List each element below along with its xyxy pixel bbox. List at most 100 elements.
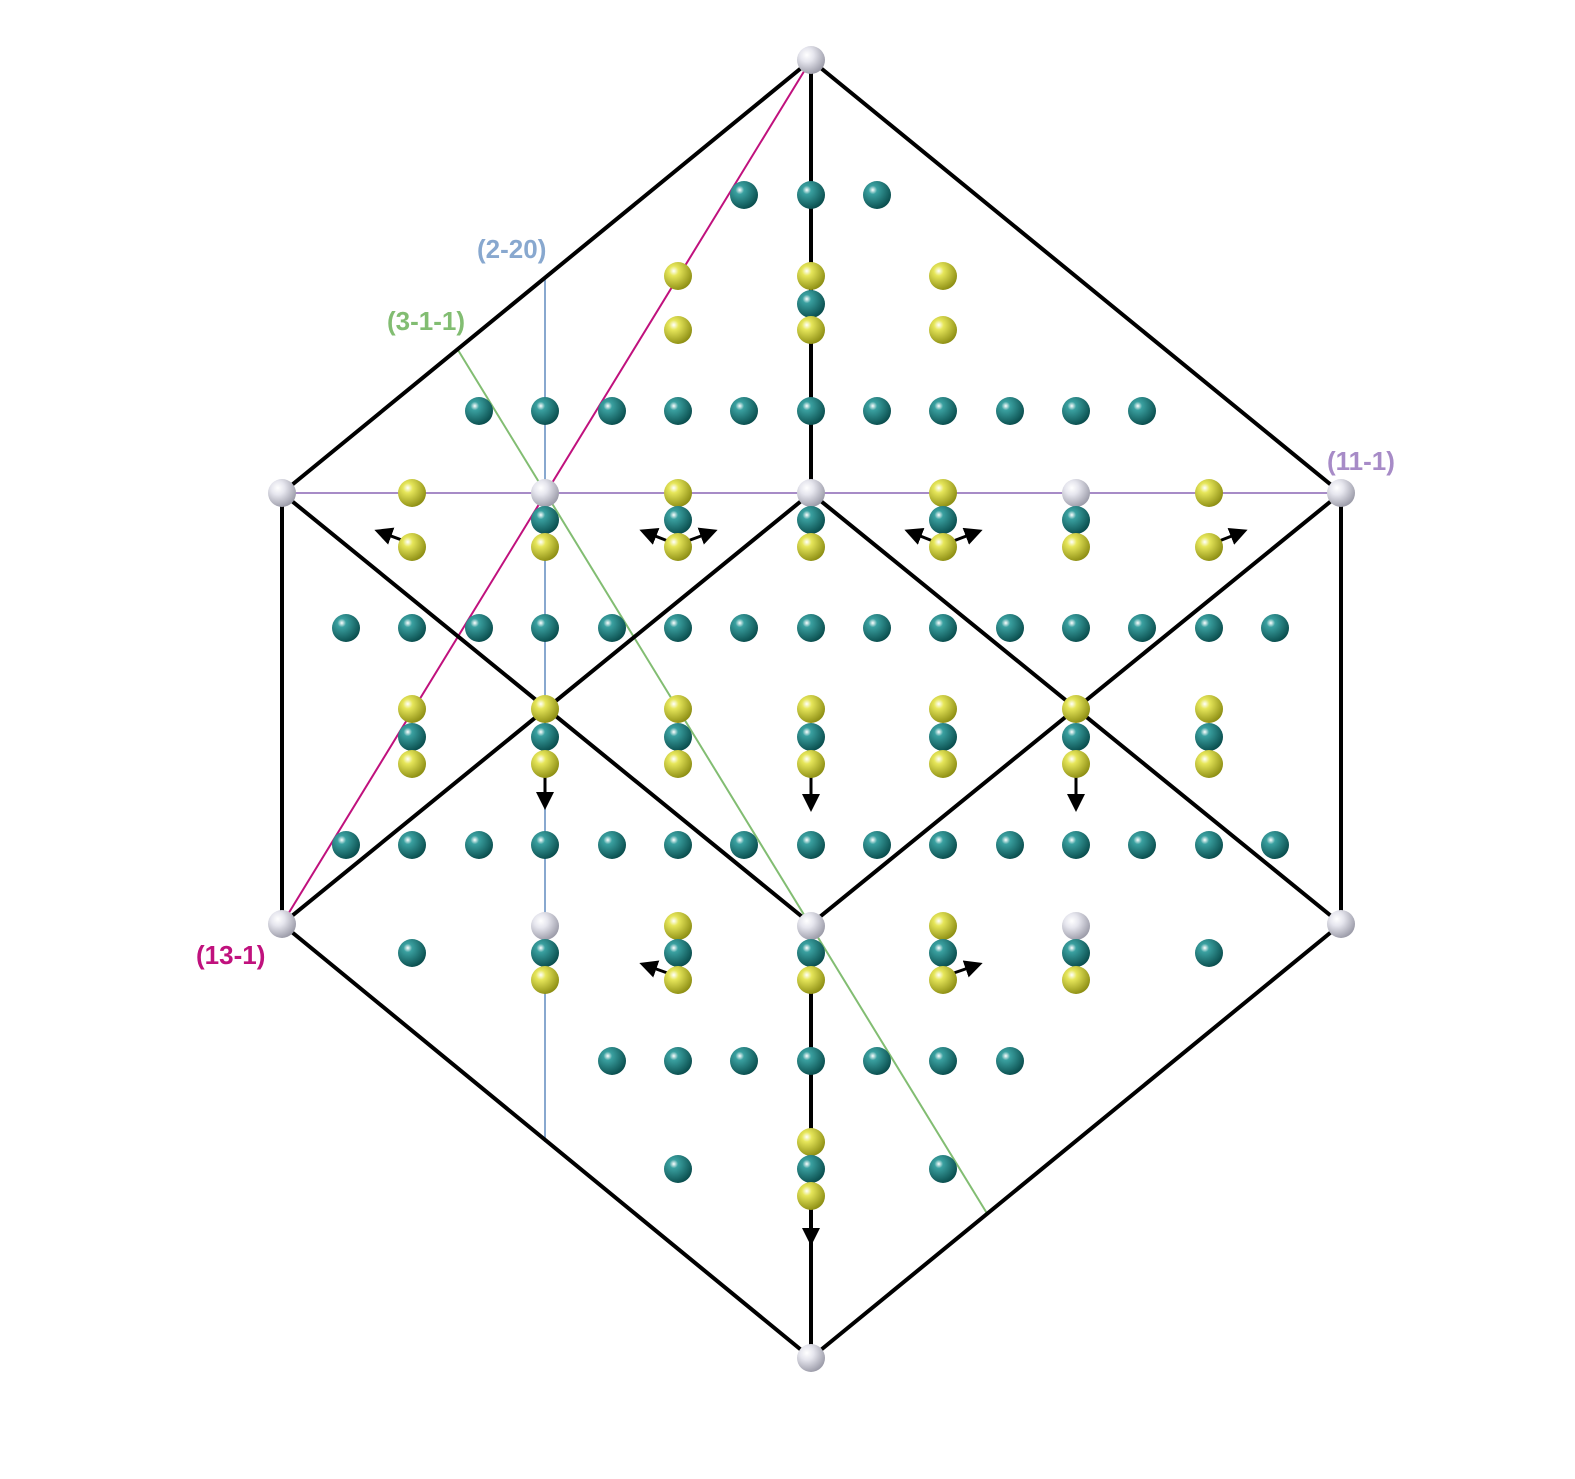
teal-atom bbox=[332, 831, 360, 859]
yellow-atom bbox=[1062, 966, 1090, 994]
teal-atom bbox=[664, 397, 692, 425]
teal-atom bbox=[1062, 723, 1090, 751]
teal-atom bbox=[598, 614, 626, 642]
cell-corner-atom bbox=[797, 912, 825, 940]
teal-atom bbox=[797, 614, 825, 642]
yellow-atom bbox=[1062, 533, 1090, 561]
teal-atom bbox=[398, 831, 426, 859]
teal-atom bbox=[1062, 614, 1090, 642]
teal-atom bbox=[797, 723, 825, 751]
cell-corner-atom bbox=[268, 910, 296, 938]
teal-atom bbox=[531, 506, 559, 534]
yellow-atom bbox=[1062, 750, 1090, 778]
yellow-atom bbox=[531, 695, 559, 723]
cell-corner-atom bbox=[1327, 910, 1355, 938]
teal-atom bbox=[598, 1047, 626, 1075]
yellow-atom bbox=[664, 479, 692, 507]
teal-atom bbox=[929, 939, 957, 967]
teal-atom bbox=[1062, 397, 1090, 425]
yellow-atom bbox=[398, 750, 426, 778]
yellow-atom bbox=[1195, 750, 1223, 778]
teal-atom bbox=[797, 397, 825, 425]
cell-corner-atom bbox=[797, 1344, 825, 1372]
teal-atom bbox=[664, 506, 692, 534]
yellow-atom bbox=[797, 750, 825, 778]
teal-atom bbox=[1195, 939, 1223, 967]
teal-atom bbox=[1195, 831, 1223, 859]
teal-atom bbox=[531, 939, 559, 967]
teal-atom bbox=[1062, 831, 1090, 859]
cell-corner-atom bbox=[797, 46, 825, 74]
teal-atom bbox=[996, 831, 1024, 859]
teal-atom bbox=[398, 614, 426, 642]
teal-atom bbox=[730, 831, 758, 859]
yellow-atom bbox=[797, 1128, 825, 1156]
atoms bbox=[268, 46, 1355, 1372]
yellow-atom bbox=[1195, 533, 1223, 561]
teal-atom bbox=[929, 831, 957, 859]
yellow-atom bbox=[664, 750, 692, 778]
teal-atom bbox=[664, 939, 692, 967]
teal-atom bbox=[1195, 723, 1223, 751]
teal-atom bbox=[598, 397, 626, 425]
yellow-atom bbox=[398, 695, 426, 723]
teal-atom bbox=[797, 181, 825, 209]
teal-atom bbox=[929, 614, 957, 642]
cell-corner-atom bbox=[531, 912, 559, 940]
plane-labels: (13-1) (2-20) (3-1-1) (11-1) bbox=[196, 234, 1395, 970]
teal-atom bbox=[929, 723, 957, 751]
teal-atom bbox=[1128, 614, 1156, 642]
teal-atom bbox=[664, 1047, 692, 1075]
teal-atom bbox=[797, 939, 825, 967]
plane-3-1-1-line bbox=[457, 349, 989, 1216]
teal-atom bbox=[863, 831, 891, 859]
cell-edge bbox=[809, 58, 1343, 495]
yellow-atom bbox=[797, 695, 825, 723]
teal-atom bbox=[465, 397, 493, 425]
yellow-atom bbox=[398, 479, 426, 507]
teal-atom bbox=[465, 831, 493, 859]
teal-atom bbox=[929, 506, 957, 534]
teal-atom bbox=[797, 1047, 825, 1075]
teal-atom bbox=[1195, 614, 1223, 642]
yellow-atom bbox=[531, 750, 559, 778]
plane-label-3-1-1: (3-1-1) bbox=[387, 306, 465, 336]
teal-atom bbox=[1128, 397, 1156, 425]
yellow-atom bbox=[797, 966, 825, 994]
teal-atom bbox=[996, 1047, 1024, 1075]
teal-atom bbox=[531, 723, 559, 751]
teal-atom bbox=[664, 1155, 692, 1183]
yellow-atom bbox=[398, 533, 426, 561]
teal-atom bbox=[929, 1155, 957, 1183]
teal-atom bbox=[398, 723, 426, 751]
cell-edge bbox=[809, 922, 1343, 1360]
yellow-atom bbox=[929, 262, 957, 290]
plane-label-11-1: (11-1) bbox=[1327, 446, 1395, 476]
yellow-atom bbox=[929, 912, 957, 940]
cell-edge bbox=[280, 58, 813, 495]
teal-atom bbox=[797, 1155, 825, 1183]
cell-corner-atom bbox=[797, 479, 825, 507]
teal-atom bbox=[797, 506, 825, 534]
yellow-atom bbox=[531, 533, 559, 561]
yellow-atom bbox=[1195, 695, 1223, 723]
cell-corner-atom bbox=[531, 479, 559, 507]
yellow-atom bbox=[1062, 695, 1090, 723]
teal-atom bbox=[332, 614, 360, 642]
yellow-atom bbox=[797, 533, 825, 561]
teal-atom bbox=[1128, 831, 1156, 859]
teal-atom bbox=[996, 397, 1024, 425]
teal-atom bbox=[730, 1047, 758, 1075]
teal-atom bbox=[1062, 506, 1090, 534]
yellow-atom bbox=[664, 912, 692, 940]
teal-atom bbox=[730, 181, 758, 209]
cell-corner-atom bbox=[268, 479, 296, 507]
teal-atom bbox=[730, 614, 758, 642]
cell-edge bbox=[280, 922, 813, 1360]
teal-atom bbox=[664, 723, 692, 751]
teal-atom bbox=[531, 831, 559, 859]
plane-label-2-20: (2-20) bbox=[477, 234, 546, 264]
teal-atom bbox=[598, 831, 626, 859]
yellow-atom bbox=[929, 750, 957, 778]
yellow-atom bbox=[664, 316, 692, 344]
